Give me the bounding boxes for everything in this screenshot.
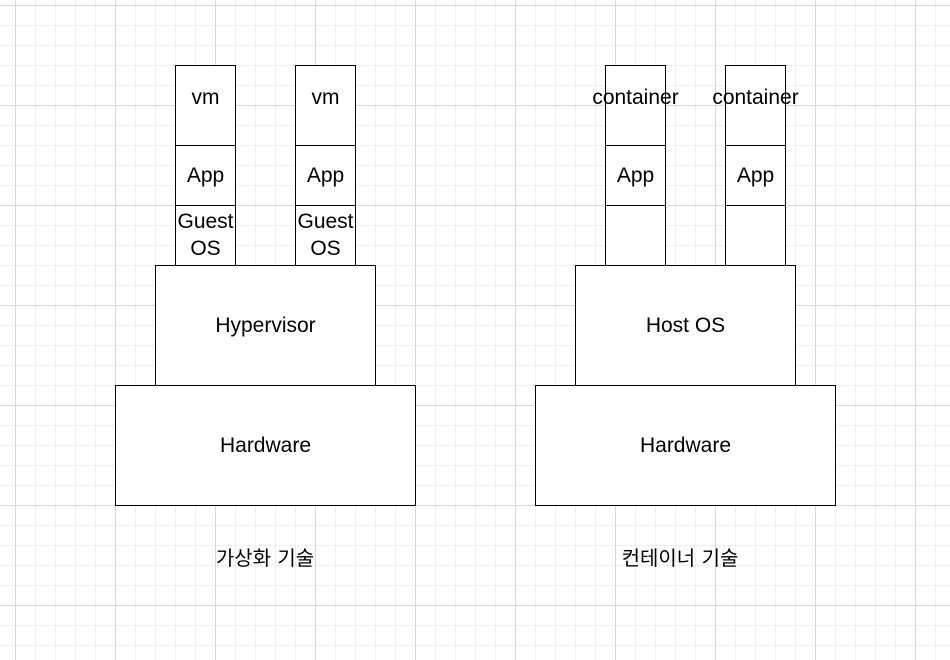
virtualization-hardware-label: Hardware xyxy=(219,433,312,457)
virtualization-caption: 가상화 기술 xyxy=(215,546,315,570)
vm-label-1: vm xyxy=(191,86,220,109)
guest-os-label-2: Guest OS xyxy=(297,210,354,260)
container-label-2: container xyxy=(712,86,799,109)
host-os-label: Host OS xyxy=(645,313,726,337)
guest-os-label-1: Guest OS xyxy=(177,210,234,260)
vm-app-label-1: App xyxy=(186,163,225,187)
container-hardware-label: Hardware xyxy=(639,433,732,457)
vm-app-label-2: App xyxy=(306,163,345,187)
vm-app-box-1: App xyxy=(175,145,236,206)
container-lib-box-2 xyxy=(725,205,786,266)
vm-box-1: vm xyxy=(175,65,236,146)
container-app-label-2: App xyxy=(736,163,775,187)
container-caption: 컨테이너 기술 xyxy=(621,546,739,570)
container-hardware-box: Hardware xyxy=(535,385,836,506)
virtualization-hardware-box: Hardware xyxy=(115,385,416,506)
vm-label-2: vm xyxy=(311,86,340,109)
container-app-box-2: App xyxy=(725,145,786,206)
container-box-1: container xyxy=(592,65,679,146)
container-app-box-1: App xyxy=(605,145,666,206)
vm-box-2: vm xyxy=(295,65,356,146)
guest-os-box-1: Guest OS xyxy=(175,205,236,266)
container-label-1: container xyxy=(592,86,679,109)
host-os-box: Host OS xyxy=(575,265,796,386)
vm-app-box-2: App xyxy=(295,145,356,206)
container-lib-box-1 xyxy=(605,205,666,266)
guest-os-box-2: Guest OS xyxy=(295,205,356,266)
container-app-label-1: App xyxy=(616,163,655,187)
container-box-2: container xyxy=(712,65,799,146)
hypervisor-box: Hypervisor xyxy=(155,265,376,386)
hypervisor-label: Hypervisor xyxy=(215,313,316,337)
